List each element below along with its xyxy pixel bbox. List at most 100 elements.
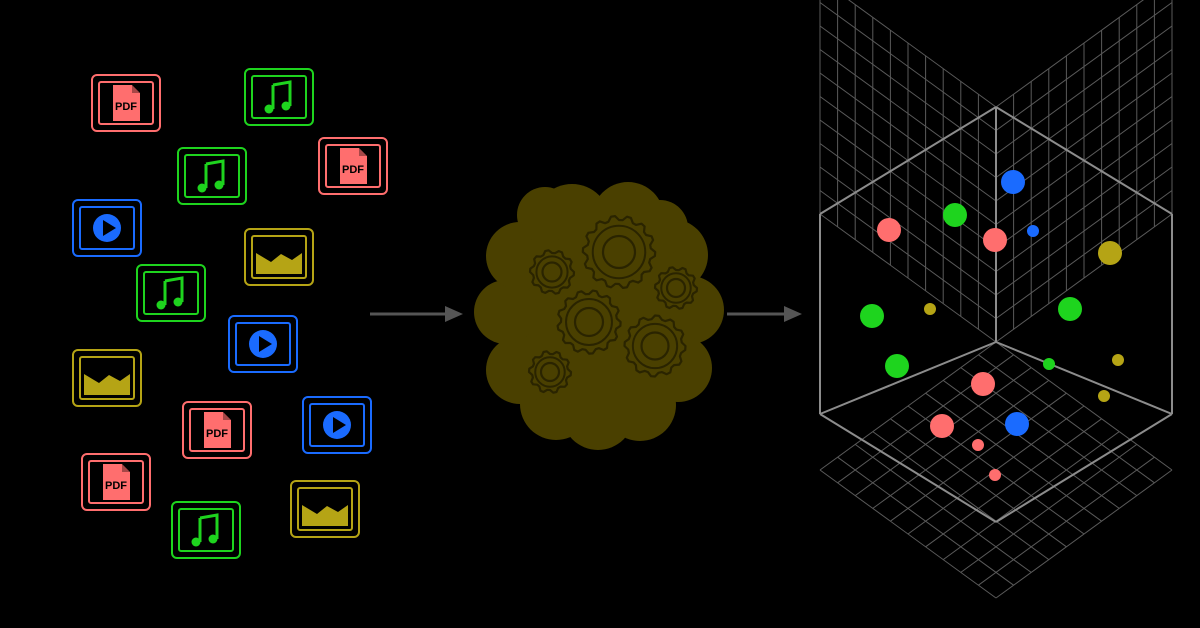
gear-hub xyxy=(541,261,563,283)
landscape-image-icon xyxy=(256,240,302,274)
embedding-point xyxy=(877,218,901,242)
pdf-page xyxy=(113,85,140,121)
frame-edge xyxy=(995,413,1173,523)
tile-outer-border xyxy=(302,396,372,454)
tile-inner-border xyxy=(309,403,365,447)
embedding-point xyxy=(972,439,984,451)
grid-line xyxy=(854,443,1032,573)
file-tile: PDF xyxy=(91,74,161,132)
pdf-file-icon: PDF xyxy=(340,148,367,184)
tile-outer-border xyxy=(72,199,142,257)
embedding-point xyxy=(1098,390,1110,402)
tile-outer-border xyxy=(228,315,298,373)
pdf-page xyxy=(204,412,231,448)
note-head xyxy=(264,104,274,114)
arrow-to-vector-space xyxy=(727,306,802,322)
gear-ring xyxy=(565,298,613,346)
file-tile xyxy=(72,199,142,257)
pdf-label: PDF xyxy=(115,101,137,113)
embedding-point xyxy=(1098,241,1122,265)
tile-outer-border xyxy=(177,147,247,205)
note-stems xyxy=(271,80,292,109)
gear-hub xyxy=(665,277,687,299)
note-head xyxy=(197,183,207,193)
gear-ring xyxy=(660,272,692,304)
tile-outer-border xyxy=(171,501,241,559)
embedding-point xyxy=(1027,225,1039,237)
note-head xyxy=(208,534,218,544)
pdf-file-icon: PDF xyxy=(113,85,140,121)
tile-outer-border xyxy=(136,264,206,322)
note-head xyxy=(156,300,166,310)
pdf-file-icon: PDF xyxy=(103,464,130,500)
gear-teeth xyxy=(528,249,576,295)
embedding-point xyxy=(943,203,967,227)
embedding-point xyxy=(1005,412,1029,436)
pdf-label: PDF xyxy=(206,428,228,440)
grid-line xyxy=(819,49,997,178)
cloud-lobe xyxy=(632,200,688,256)
gear-hub xyxy=(539,361,561,383)
file-tile xyxy=(244,228,314,286)
embedding-point xyxy=(1112,354,1124,366)
tile-inner-border xyxy=(79,356,135,400)
pdf-fold xyxy=(122,464,130,472)
image-sky xyxy=(256,240,302,259)
file-tile xyxy=(302,396,372,454)
arrow-head xyxy=(445,306,463,322)
grid-line xyxy=(819,25,997,155)
gear-icon xyxy=(527,350,573,394)
image-hills xyxy=(84,374,130,395)
arrow-to-model xyxy=(370,306,463,322)
grid-line xyxy=(819,2,997,131)
landscape-image-icon xyxy=(84,361,130,395)
play-triangle xyxy=(103,220,116,236)
3d-grid-cube-icon xyxy=(819,0,1173,599)
grid-line xyxy=(995,469,1173,599)
image-sky xyxy=(302,492,348,511)
music-note-icon xyxy=(191,513,219,547)
embedding-point xyxy=(983,228,1007,252)
tile-inner-border xyxy=(178,508,234,552)
embedding-points xyxy=(860,170,1124,481)
image-sky xyxy=(84,361,130,380)
grid-line xyxy=(995,2,1173,131)
embedding-point xyxy=(885,354,909,378)
cube-frame xyxy=(819,106,1173,523)
pdf-fold xyxy=(359,148,367,156)
file-tile xyxy=(228,315,298,373)
tile-inner-border xyxy=(98,81,154,125)
image-hills xyxy=(256,253,302,274)
gear-hub xyxy=(640,331,670,361)
gear-teeth xyxy=(653,266,699,310)
vector-space-cube xyxy=(819,0,1173,599)
pdf-file-icon: PDF xyxy=(204,412,231,448)
gear-hub xyxy=(573,306,605,338)
play-icon xyxy=(249,330,277,358)
pdf-label: PDF xyxy=(105,480,127,492)
grid-line xyxy=(819,72,997,202)
gear-hub xyxy=(601,234,637,270)
tile-inner-border xyxy=(325,144,381,188)
file-tile xyxy=(136,264,206,322)
embedding-model xyxy=(474,182,724,450)
pdf-fold xyxy=(132,85,140,93)
tile-inner-border xyxy=(184,154,240,198)
gear-teeth xyxy=(527,350,573,394)
gear-icon xyxy=(623,314,687,378)
gear-ring xyxy=(631,322,679,370)
cloud-lobe xyxy=(517,187,573,243)
tile-outer-border xyxy=(244,228,314,286)
tile-inner-border xyxy=(235,322,291,366)
embedding-point xyxy=(930,414,954,438)
file-tile xyxy=(290,480,360,538)
tile-inner-border xyxy=(189,408,245,452)
tile-inner-border xyxy=(251,235,307,279)
gear-ring xyxy=(591,224,647,280)
embedding-point xyxy=(971,372,995,396)
tile-outer-border xyxy=(81,453,151,511)
pdf-page xyxy=(103,464,130,500)
landscape-image-icon xyxy=(302,492,348,526)
gear-icon xyxy=(581,215,657,289)
note-head xyxy=(281,101,291,111)
